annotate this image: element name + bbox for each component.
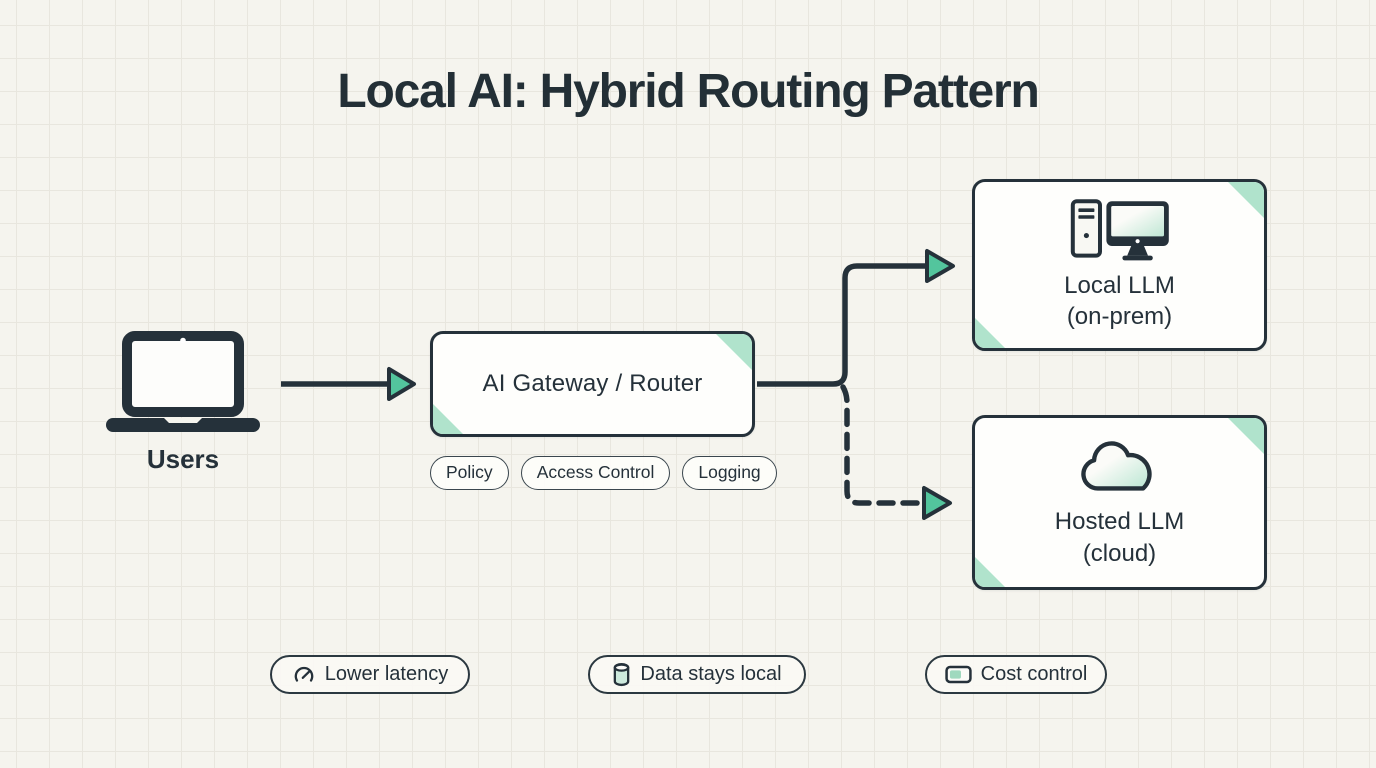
badge-lower-latency: Lower latency	[270, 655, 470, 694]
gateway-tags: Policy Access Control Logging	[430, 456, 777, 490]
tag-logging: Logging	[682, 456, 777, 490]
badge-label: Cost control	[980, 663, 1088, 685]
badge-cost-control: Cost control	[925, 655, 1107, 694]
gauge-icon	[294, 666, 314, 682]
hosted-llm-node: Hosted LLM (cloud)	[972, 415, 1267, 590]
corner-accent	[975, 557, 1005, 587]
hosted-llm-label: Hosted LLM (cloud)	[1055, 506, 1184, 568]
corner-accent	[1228, 418, 1264, 454]
gateway-label: AI Gateway / Router	[482, 370, 703, 397]
tag-access-control: Access Control	[520, 456, 671, 490]
local-llm-line2: (on-prem)	[1066, 303, 1173, 330]
cloud-icon	[1080, 441, 1152, 491]
corner-accent	[975, 318, 1005, 348]
local-llm-label: Local LLM (on-prem)	[1064, 270, 1175, 332]
badge-label: Lower latency	[324, 663, 449, 685]
page-title: Local AI: Hybrid Routing Pattern	[337, 65, 1039, 118]
card-icon	[944, 665, 972, 684]
database-icon	[614, 662, 630, 687]
gateway-node: AI Gateway / Router	[430, 331, 755, 437]
corner-accent	[716, 334, 752, 370]
laptop-camera-dot	[180, 337, 186, 344]
laptop-icon	[106, 331, 260, 432]
users-label: Users	[146, 444, 220, 474]
badge-label: Data stays local	[640, 663, 782, 685]
desktop-computer-icon	[1070, 199, 1169, 261]
local-llm-line1: Local LLM	[1064, 271, 1175, 299]
hosted-llm-line1: Hosted LLM	[1054, 508, 1185, 536]
badge-data-stays-local: Data stays local	[588, 655, 806, 694]
corner-accent	[433, 404, 463, 434]
arrow-gateway-to-hosted	[840, 384, 952, 520]
arrow-users-to-gateway	[281, 367, 416, 401]
arrow-gateway-to-local	[757, 249, 955, 387]
local-llm-node: Local LLM (on-prem)	[972, 179, 1267, 351]
corner-accent	[1228, 182, 1264, 218]
tag-policy: Policy	[430, 456, 509, 490]
hosted-llm-line2: (cloud)	[1082, 539, 1157, 567]
